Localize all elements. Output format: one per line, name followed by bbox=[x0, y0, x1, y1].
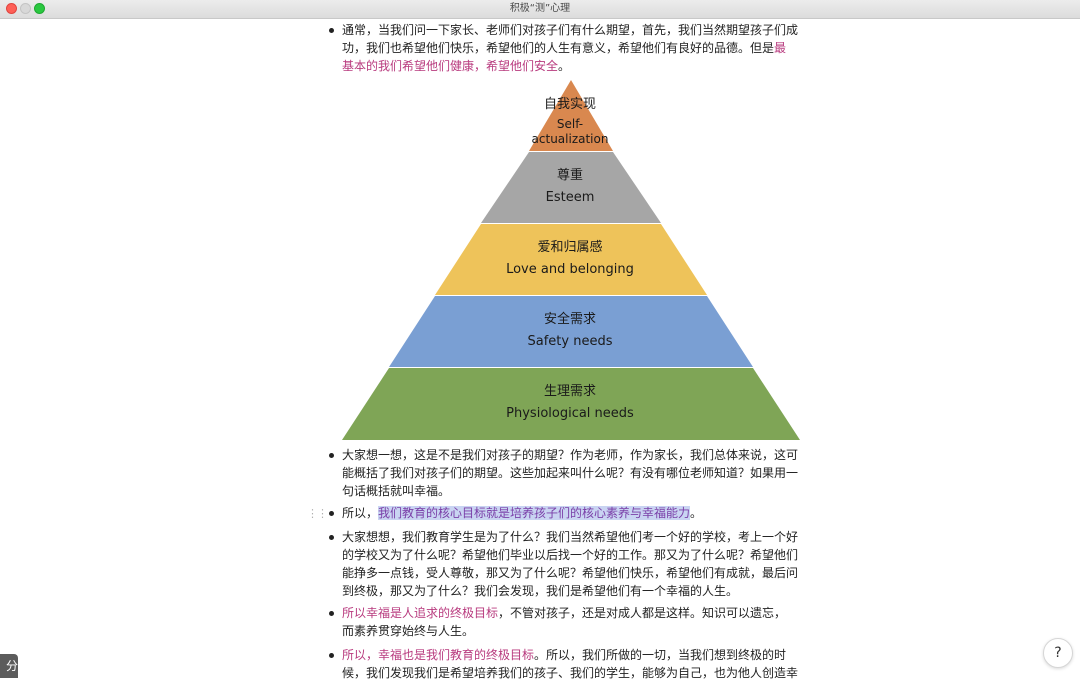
level-cn: 自我实现 bbox=[543, 97, 596, 112]
help-icon: ? bbox=[1054, 645, 1062, 661]
bullet-text: 。所以，我们所做的一切，当我们想到终极的时候，我们发现我们是希望培养我们的孩子、… bbox=[342, 648, 799, 680]
bullet-text: 大家想想，我们教育学生是为了什么？我们当然希望他们考一个好的学校，考上一个好的学… bbox=[342, 530, 799, 598]
pyramid-label-love: 爱和归属感 Love and belonging bbox=[470, 239, 670, 279]
bullet-emphasis: 所以，幸福也是我们教育的终极目标 bbox=[342, 648, 535, 662]
pyramid-level-self-actualization bbox=[529, 80, 613, 151]
help-button[interactable]: ? bbox=[1043, 638, 1073, 668]
bullet-tail: 。 bbox=[690, 506, 703, 520]
pyramid-level-safety bbox=[389, 296, 753, 367]
bullet-emphasis: 所以幸福是人追求的终极目标 bbox=[342, 606, 499, 620]
share-label: 分享 bbox=[5, 659, 18, 673]
pyramid-label-physiological: 生理需求 Physiological needs bbox=[460, 383, 680, 423]
bullet-purpose[interactable]: 大家想想，我们教育学生是为了什么？我们当然希望他们考一个好的学校，考上一个好的学… bbox=[329, 528, 799, 600]
bullet-text: 通常，当我们问一下家长、老师们对孩子们有什么期望，首先，我们当然期望孩子们成功，… bbox=[342, 23, 799, 55]
selected-text-highlight[interactable]: 我们教育的核心目标就是培养孩子们的核心素养与幸福能力 bbox=[378, 506, 691, 520]
bullet-emphasis: 最基本的我们希望他们健康，希望他们安全 bbox=[342, 41, 787, 73]
pyramid-label-esteem: 尊重 Esteem bbox=[490, 167, 650, 207]
level-en-line2: actualization bbox=[531, 132, 609, 146]
pyramid-label-self-actualization: 自我实现 Self- actualization bbox=[500, 96, 640, 147]
pyramid-level-physiological bbox=[342, 368, 800, 440]
close-window-button[interactable] bbox=[6, 3, 17, 14]
minimize-window-button[interactable] bbox=[20, 3, 31, 14]
level-cn: 生理需求 bbox=[543, 384, 596, 399]
maximize-window-button[interactable] bbox=[34, 3, 45, 14]
level-en: Physiological needs bbox=[506, 406, 634, 421]
bullet-text: 大家想一想，这是不是我们对孩子的期望？作为老师，作为家长，我们总体来说，这可能概… bbox=[342, 448, 799, 498]
bullet-tail: 。 bbox=[558, 59, 571, 73]
window-title: 积极“测”心理 bbox=[509, 3, 571, 14]
bullet-prefix: 所以， bbox=[342, 506, 379, 520]
drag-handle-icon[interactable]: ⋮⋮ bbox=[307, 507, 328, 520]
share-button[interactable]: 分享 bbox=[0, 654, 18, 678]
bullet-happiness[interactable]: 大家想一想，这是不是我们对孩子的期望？作为老师，作为家长，我们总体来说，这可能概… bbox=[329, 446, 799, 500]
level-cn: 尊重 bbox=[556, 168, 583, 183]
bullet-ultimate-goal[interactable]: 所以幸福是人追求的终极目标，不管对孩子，还是对成人都是这样。知识可以遗忘，而素养… bbox=[329, 604, 798, 640]
bullet-core-goal[interactable]: 所以，我们教育的核心目标就是培养孩子们的核心素养与幸福能力。 bbox=[329, 504, 798, 522]
level-cn: 爱和归属感 bbox=[537, 240, 603, 255]
level-en-line1: Self- bbox=[556, 117, 584, 131]
bullet-text: ，不管对孩子，还是对成人都是这样。知识可以遗忘，而素养贯穿始终与人生。 bbox=[342, 606, 787, 638]
pyramid-level-love bbox=[435, 224, 707, 295]
bullet-expectations[interactable]: 通常，当我们问一下家长、老师们对孩子们有什么期望，首先，我们当然期望孩子们成功，… bbox=[329, 21, 799, 75]
pyramid-label-safety: 安全需求 Safety needs bbox=[470, 311, 670, 351]
level-cn: 安全需求 bbox=[543, 312, 596, 327]
maslow-pyramid-diagram bbox=[342, 80, 800, 440]
document-body[interactable]: 通常，当我们问一下家长、老师们对孩子们有什么期望，首先，我们当然期望孩子们成功，… bbox=[0, 18, 1080, 680]
level-en: Esteem bbox=[545, 190, 595, 205]
level-en: Safety needs bbox=[527, 334, 613, 349]
pyramid-level-esteem bbox=[481, 152, 661, 223]
level-en: Love and belonging bbox=[506, 262, 634, 277]
bullet-education-goal[interactable]: 所以，幸福也是我们教育的终极目标。所以，我们所做的一切，当我们想到终极的时候，我… bbox=[329, 646, 799, 682]
window-titlebar: 积极“测”心理 bbox=[0, 0, 1080, 19]
